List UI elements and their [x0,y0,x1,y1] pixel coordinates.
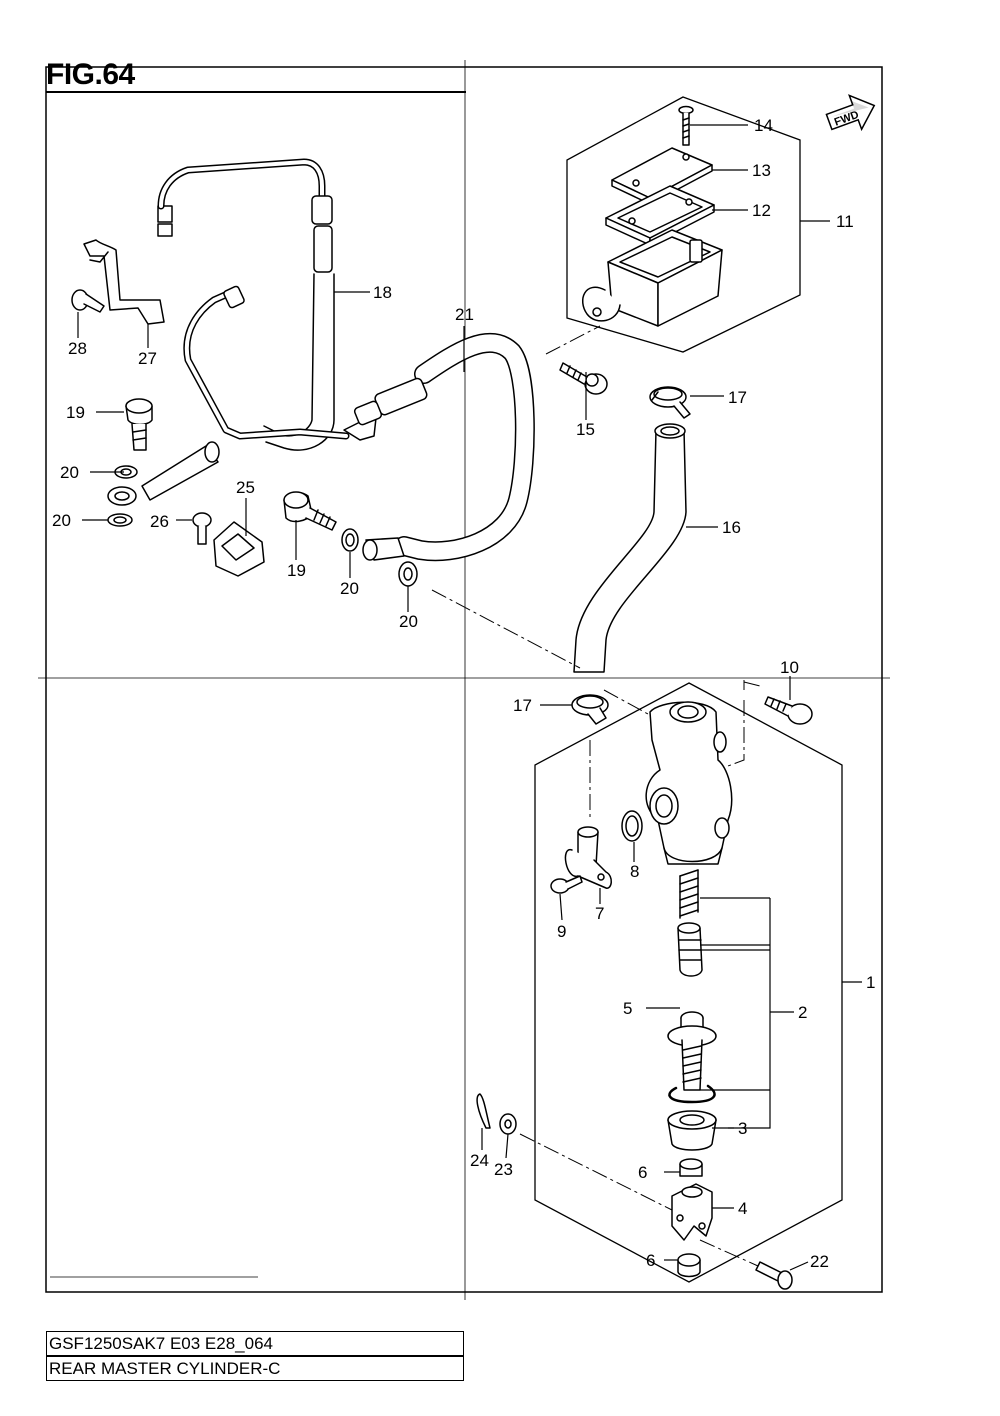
callout-21: 21 [455,305,474,324]
washer-part-20d [398,561,418,587]
assembly-name-caption: REAR MASTER CYLINDER-C [46,1356,464,1381]
washer-part-23 [499,1113,517,1135]
guide-screw-part [192,512,212,545]
callout-12: 12 [752,201,771,220]
callout-27: 27 [138,349,157,368]
callout-6-upper: 6 [638,1163,647,1182]
callout-28: 28 [68,339,87,358]
callout-2: 2 [798,1003,807,1022]
assembly-guide-lines [431,325,761,1267]
master-cylinder-bolt-part [764,696,813,725]
callout-25: 25 [236,478,255,497]
union-bolt-left-part [125,398,153,451]
callout-20-d: 20 [399,612,418,631]
reservoir-screw-part [678,105,694,146]
washer-part-20b [107,513,133,527]
inlet-fitting-part [564,826,612,889]
callout-4: 4 [738,1199,747,1218]
union-bolt-middle-part [283,491,337,531]
callout-20-a: 20 [60,463,79,482]
callout-17-upper: 17 [728,388,747,407]
diagram-frame [38,60,890,1300]
callout-11: 11 [836,212,854,231]
master-cylinder-hose-part [353,332,535,562]
clevis-part [671,1183,713,1241]
callout-13: 13 [752,161,771,180]
bracket-bolt-part [71,289,105,313]
brake-pipe-part [183,285,377,441]
callout-19-left: 19 [66,403,85,422]
callout-26: 26 [150,512,169,531]
callout-5: 5 [623,999,632,1018]
reservoir-body-part [582,229,723,327]
callout-6-lower: 6 [646,1251,655,1270]
reservoir-hose-part [573,423,687,673]
leader-lines [77,124,862,1271]
nut-lower-part [677,1253,701,1278]
model-code-caption: GSF1250SAK7 E03 E28_064 [46,1331,464,1356]
upper-brake-hose-part [157,158,335,451]
callout-24: 24 [470,1151,489,1170]
callout-8: 8 [630,862,639,881]
callout-15: 15 [576,420,595,439]
inlet-screw-part [550,875,583,894]
upper-hose-clamp-part [649,386,691,419]
nut-upper-part [679,1158,703,1177]
callout-7: 7 [595,904,604,923]
hose-guide-part [213,521,265,577]
return-spring-part [679,869,699,919]
callout-14: 14 [754,116,773,135]
master-cylinder-group-outline [534,682,843,1283]
callout-10: 10 [780,658,799,677]
fwd-arrow-icon: FWD [825,94,876,132]
callout-19-middle: 19 [287,561,306,580]
callout-1: 1 [866,973,875,992]
master-cylinder-body-part [645,701,733,865]
callout-17-lower: 17 [513,696,532,715]
callout-23: 23 [494,1160,513,1179]
title-underline [46,91,466,93]
reservoir-diaphragm-part [605,185,715,246]
lower-hose-clamp-part [571,694,609,725]
callout-3: 3 [738,1119,747,1138]
callout-labels: 14 13 12 11 17 16 15 18 21 19 20 20 25 2… [52,116,875,1271]
callout-20-b: 20 [52,511,71,530]
figure-title: FIG.64 [46,58,135,91]
clevis-pin-part [755,1261,793,1290]
reservoir-mounting-bolt-part [559,362,608,395]
push-rod-part [667,1011,717,1091]
o-ring-part [621,810,643,842]
callout-16: 16 [722,518,741,537]
callout-18: 18 [373,283,392,302]
circlip-part [668,1084,716,1104]
piston-part [677,922,703,977]
callout-9: 9 [557,922,566,941]
callout-22: 22 [810,1252,829,1271]
hose-bracket-part [83,239,165,325]
washer-part-20a [114,465,138,479]
reservoir-group-outline [566,96,801,353]
banjo-fitting-left-part [107,441,220,506]
cotter-pin-part [476,1093,491,1129]
callout-20-c: 20 [340,579,359,598]
dust-boot-part [667,1110,717,1151]
washer-part-20c [341,528,359,552]
